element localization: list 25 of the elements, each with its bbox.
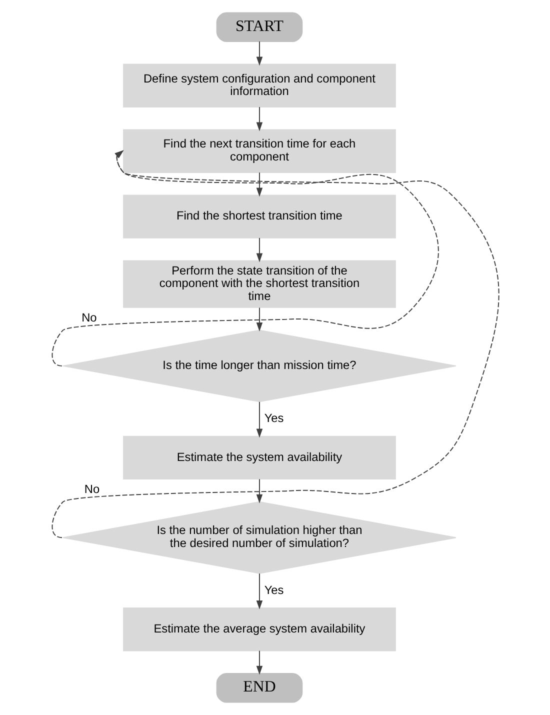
arrow bbox=[256, 573, 262, 610]
arrow bbox=[256, 40, 262, 66]
arrow bbox=[256, 172, 262, 197]
node-diamond: Is the time longer than mission time? bbox=[62, 330, 456, 402]
arrow bbox=[256, 650, 262, 675]
node-box: Estimate the average system availability bbox=[122, 608, 396, 652]
arrow bbox=[51, 150, 438, 366]
node-box: Perform the state transition of the component with the shortest transition time bbox=[122, 260, 396, 308]
arrow bbox=[256, 478, 262, 504]
edge-label: Yes bbox=[264, 582, 284, 597]
node-box: START bbox=[216, 12, 302, 42]
edge-label: No bbox=[84, 482, 100, 496]
edge-label: No bbox=[81, 310, 96, 325]
arrow bbox=[256, 401, 262, 438]
node-box: Define system configuration and component information bbox=[122, 64, 396, 108]
arrow bbox=[256, 307, 262, 332]
node-box: Estimate the system availability bbox=[122, 436, 396, 480]
arrow bbox=[256, 106, 262, 132]
node-box: Find the shortest transition time bbox=[122, 194, 396, 238]
node-diamond: Is the number of simulation higher than the desired number of simulation? bbox=[62, 501, 456, 574]
node-box: Find the next transition time for each component bbox=[122, 129, 396, 173]
arrow bbox=[51, 150, 499, 538]
edge-label: Yes bbox=[264, 411, 284, 426]
node-box: END bbox=[216, 673, 302, 703]
arrow bbox=[256, 237, 262, 262]
